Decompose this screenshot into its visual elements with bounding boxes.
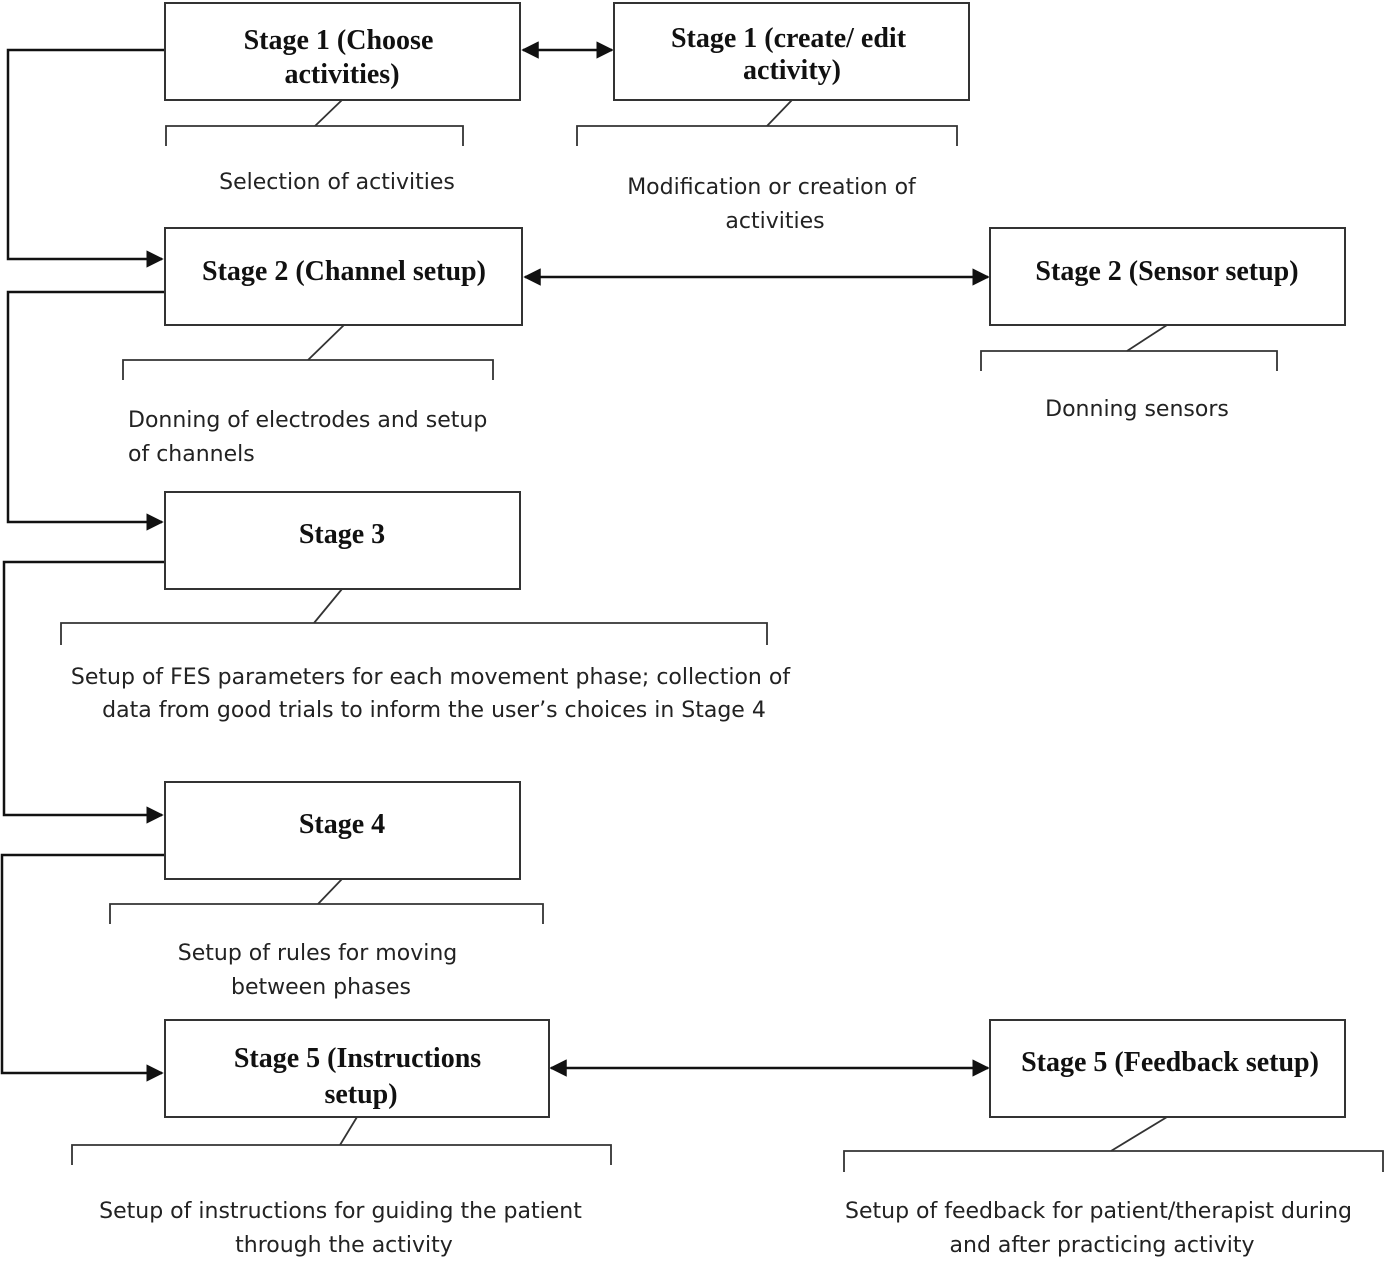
description-stage2-sensor: Donning sensors [1045, 397, 1229, 422]
brace-stage2-sensor [980, 324, 1278, 371]
svg-text:Stage 2 (Channel setup): Stage 2 (Channel setup) [202, 256, 486, 287]
svg-text:Stage 1 (Choose activiti: Stage 1 (Choose activities) [244, 25, 441, 90]
connector-stage4-to-stage5 [0, 853, 165, 1082]
stage-box-2-channel: Stage 2 (Channel setup) [164, 227, 523, 326]
connector-stage2-to-stage3 [6, 290, 165, 531]
connectors [0, 41, 990, 1082]
svg-text:Stage 5 (Instructions se: Stage 5 (Instructions setup) [234, 1043, 488, 1110]
brace-stage1-create [576, 99, 958, 146]
brace-stage5-feedback [843, 1116, 1384, 1172]
description-stage4: Setup of rules for moving between phases [178, 941, 465, 1000]
svg-text:Stage 5 (Feedback setup): Stage 5 (Feedback setup) [1021, 1047, 1319, 1078]
stage-box-4: Stage 4 [164, 781, 521, 880]
stage-box-5-instructions: Stage 5 (Instructions setup) [164, 1019, 550, 1118]
connector-stage3-to-stage4 [2, 560, 165, 824]
connector-stage1-to-stage2 [6, 48, 165, 268]
description-stage5-feedback: Setup of feedback for patient/therapist … [845, 1199, 1359, 1258]
description-stage2-channel: Donning of electrodes and setup of chann… [128, 408, 494, 467]
brace-stage1-choose [165, 99, 464, 146]
description-stage5-instructions: Setup of instructions for guiding the pa… [99, 1199, 589, 1258]
description-stage1-choose: Selection of activities [219, 170, 455, 195]
stage-box-1-choose: Stage 1 (Choose activities) [164, 2, 521, 101]
stage-box-1-create: Stage 1 (create/ edit activity) [613, 2, 970, 101]
stage-box-2-sensor: Stage 2 (Sensor setup) [989, 227, 1346, 326]
stage-box-5-feedback: Stage 5 (Feedback setup) [989, 1019, 1346, 1118]
brace-stage3 [60, 588, 768, 645]
brace-stage2-channel [122, 324, 494, 380]
stage-box-3: Stage 3 [164, 491, 521, 590]
brace-stage5-instructions [71, 1116, 612, 1165]
description-stage3: Setup of FES parameters for each movemen… [71, 665, 797, 723]
svg-text:Stage 1 (create/ edit ac: Stage 1 (create/ edit activity) [671, 23, 913, 86]
svg-text:Stage 3: Stage 3 [299, 519, 385, 550]
description-stage1-create: Modification or creation of activities [627, 175, 923, 234]
svg-text:Stage 4: Stage 4 [299, 809, 385, 840]
brace-stage4 [109, 878, 544, 924]
svg-text:Stage 2 (Sensor setup): Stage 2 (Sensor setup) [1035, 256, 1298, 287]
